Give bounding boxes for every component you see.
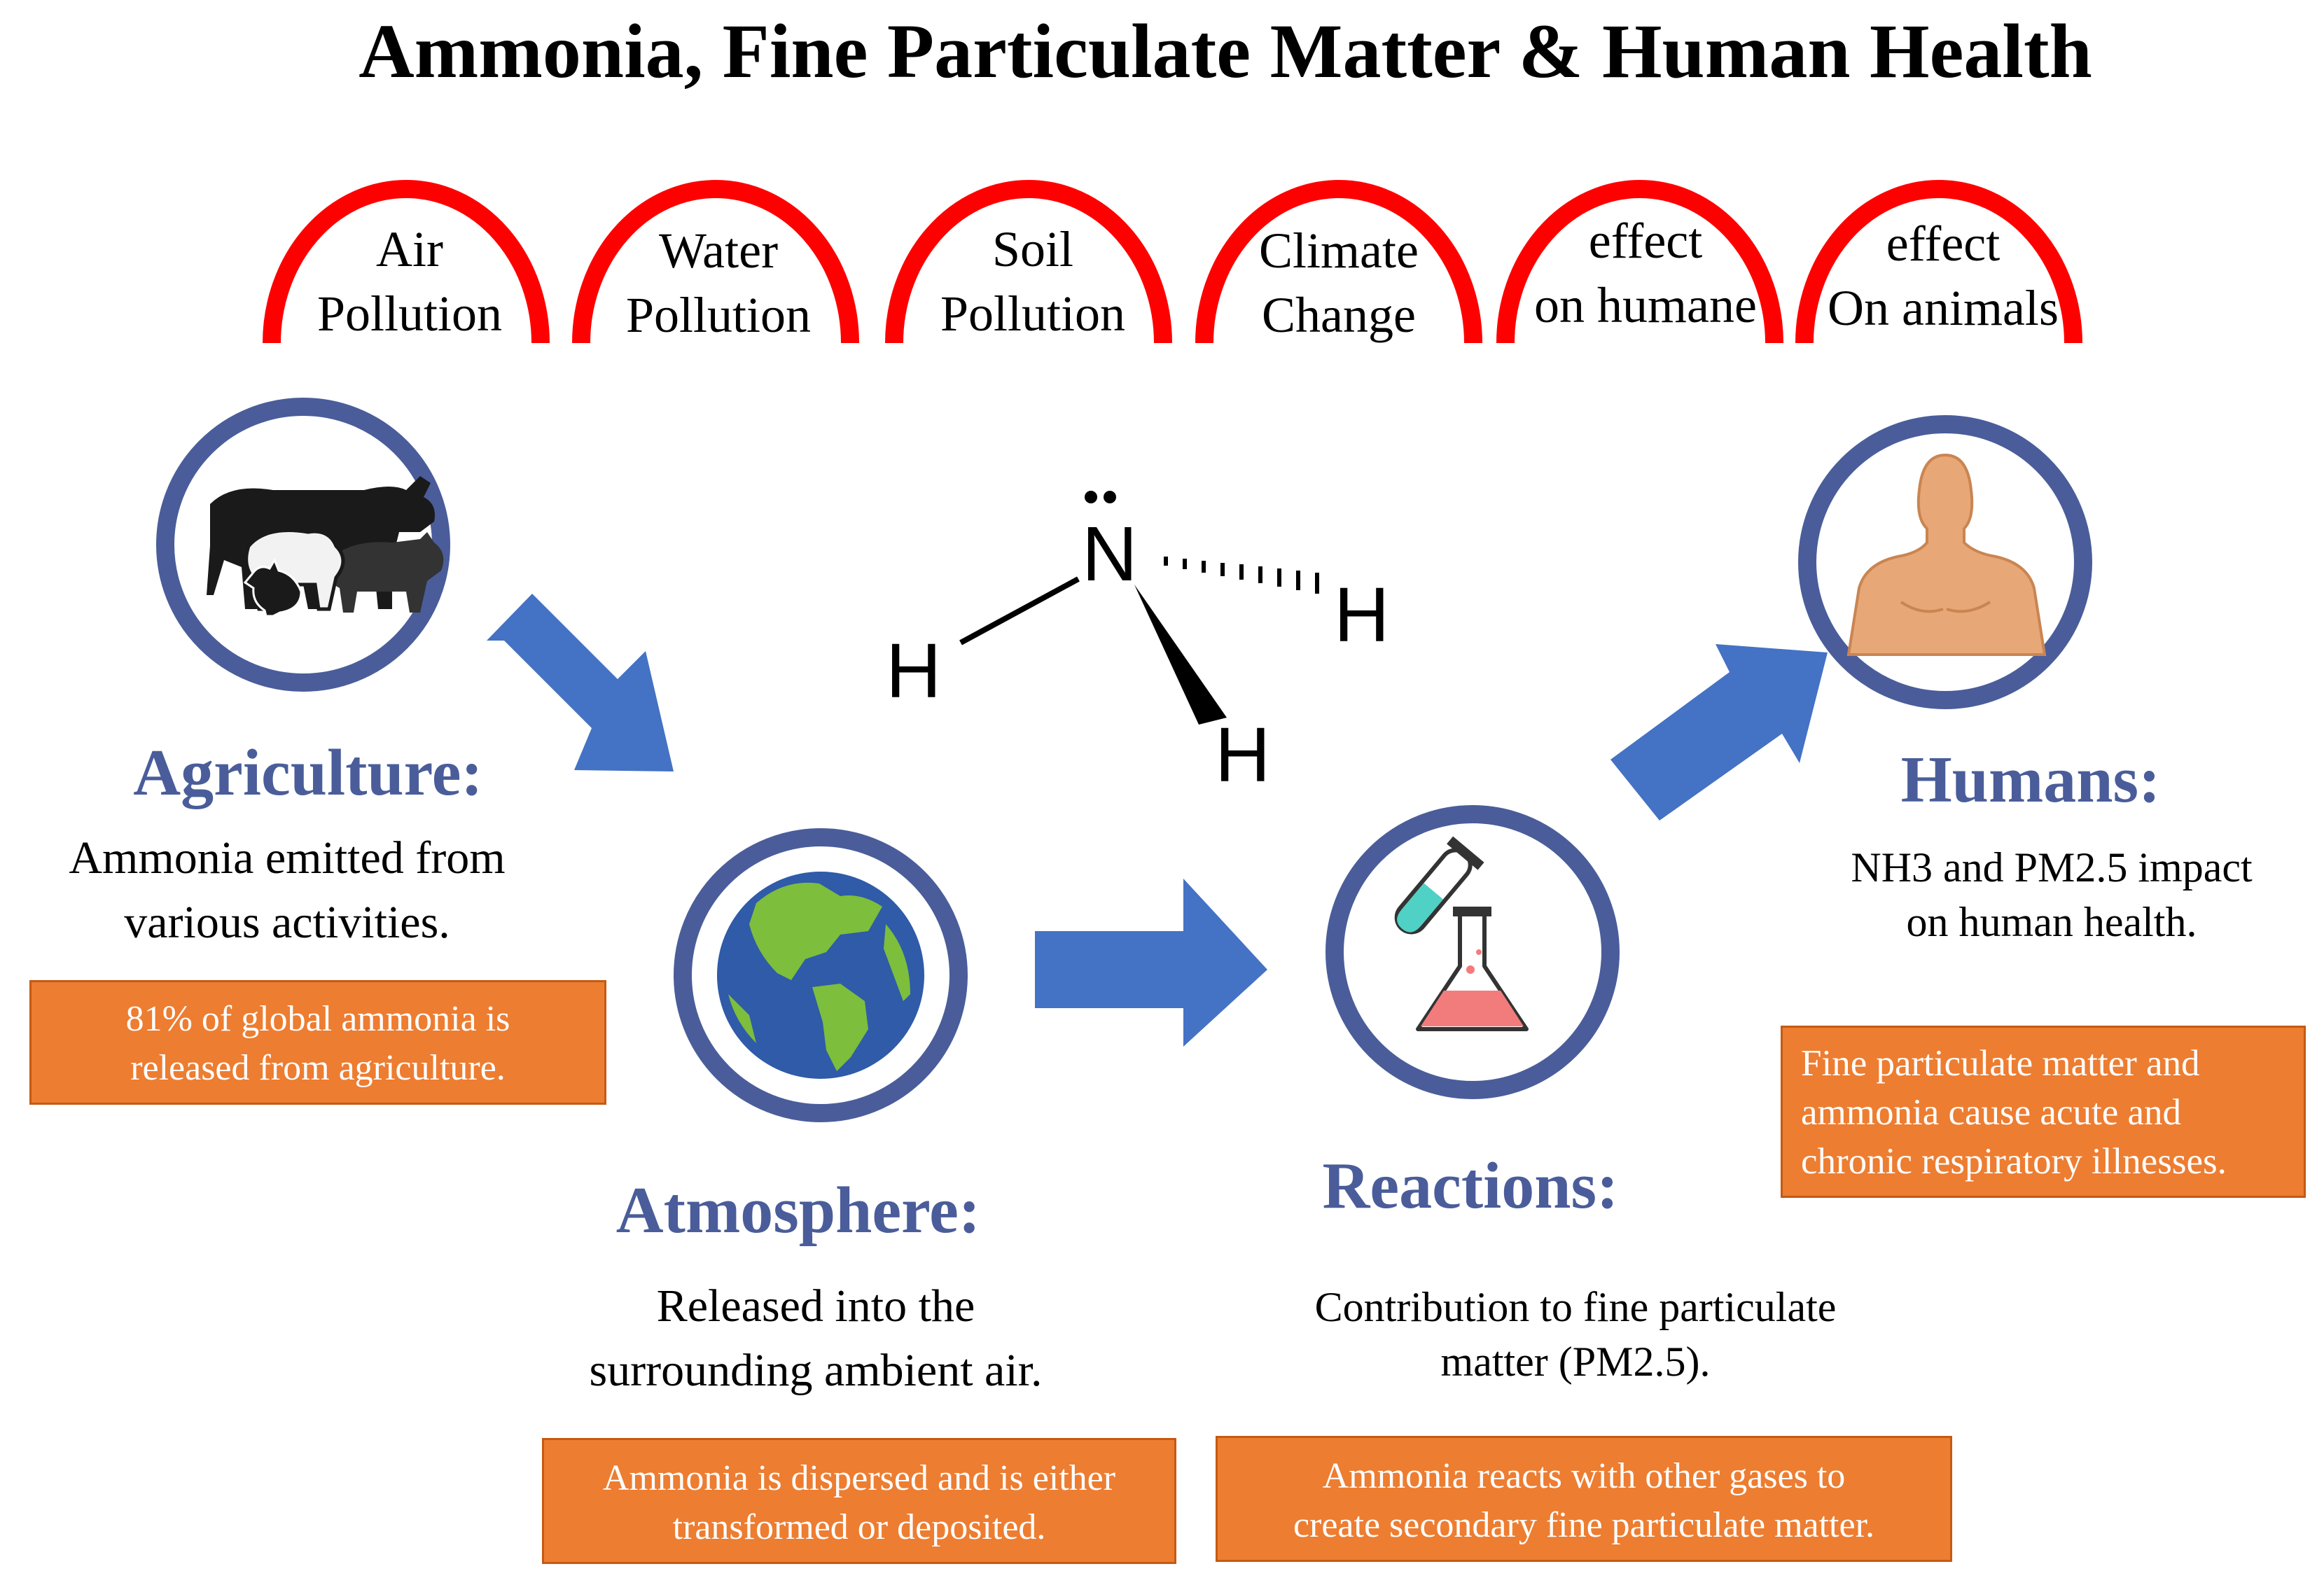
- globe-icon: [717, 872, 924, 1079]
- atmosphere-note: Ammonia is dispersed and is either trans…: [542, 1438, 1176, 1564]
- humans-note-line1: Fine particulate matter and: [1801, 1043, 2200, 1084]
- humans-line2: on human health.: [1906, 899, 2197, 945]
- effect-label-water-pollution: Water Pollution: [585, 218, 851, 347]
- atmosphere-note-line2: transformed or deposited.: [672, 1507, 1046, 1547]
- atmosphere-note-line1: Ammonia is dispersed and is either: [602, 1458, 1116, 1498]
- agriculture-note: 81% of global ammonia is released from a…: [29, 980, 606, 1105]
- reactions-line2: matter (PM2.5).: [1440, 1339, 1711, 1385]
- page-title: Ammonia, Fine Particulate Matter & Human…: [359, 8, 2092, 94]
- effect-label-air-pollution: Air Pollution: [277, 217, 543, 346]
- agriculture-description: Ammonia emitted from various activities.: [7, 826, 567, 955]
- effect-line2: Pollution: [625, 287, 812, 343]
- atmosphere-line2: surrounding ambient air.: [589, 1345, 1043, 1396]
- effect-label-climate-change: Climate Change: [1206, 218, 1472, 347]
- molecule-atom-h-bottom: H: [1215, 712, 1271, 798]
- arch-effect-animals: [1795, 180, 2082, 344]
- humans-description: NH3 and PM2.5 impact on human health.: [1779, 840, 2324, 949]
- reactions-note-line2: create secondary fine particulate matter…: [1293, 1505, 1875, 1545]
- arrow-atmosphere-to-reactions: [1035, 879, 1267, 1047]
- atmosphere-heading: Atmosphere:: [615, 1174, 981, 1247]
- reactions-description: Contribution to fine particulate matter …: [1239, 1280, 1912, 1389]
- molecule-atom-h-left: H: [886, 628, 942, 714]
- livestock-icon: [207, 476, 444, 617]
- agriculture-line2: various activities.: [124, 897, 450, 948]
- humans-heading: Humans:: [1900, 743, 2161, 816]
- agriculture-note-line1: 81% of global ammonia is: [125, 999, 510, 1039]
- reactions-note-line1: Ammonia reacts with other gases to: [1322, 1456, 1846, 1496]
- effect-line1: Air: [376, 221, 443, 277]
- arch-air-pollution: [263, 180, 550, 344]
- reactions-line1: Contribution to fine particulate: [1314, 1284, 1837, 1330]
- effect-line1: Climate: [1259, 223, 1419, 279]
- agriculture-line1: Ammonia emitted from: [69, 832, 506, 884]
- effect-line2: On animals: [1828, 280, 2059, 336]
- molecule-atom-h-right: H: [1334, 572, 1390, 658]
- humans-note-line2: ammonia cause acute and: [1801, 1092, 2181, 1133]
- ammonia-molecule: [959, 491, 1319, 725]
- arch-effect-humane: [1496, 180, 1783, 344]
- arrow-reactions-to-humans: [1610, 644, 1828, 821]
- effect-line2: Pollution: [316, 286, 503, 342]
- molecule-atom-n: N: [1082, 511, 1138, 597]
- effect-label-effect-animals: effect On animals: [1810, 211, 2076, 340]
- effect-label-effect-humane: effect on humane: [1512, 209, 1779, 337]
- effect-line2: Change: [1262, 287, 1416, 343]
- atmosphere-description: Released into the surrounding ambient ai…: [511, 1274, 1120, 1403]
- agriculture-heading: Agriculture:: [133, 736, 483, 809]
- atmosphere-line1: Released into the: [656, 1280, 975, 1332]
- effect-line1: effect: [1886, 216, 2001, 272]
- human-body-icon: [1846, 453, 2047, 656]
- humans-note: Fine particulate matter and ammonia caus…: [1781, 1026, 2306, 1198]
- agriculture-note-line2: released from agriculture.: [130, 1048, 506, 1088]
- effect-label-soil-pollution: Soil Pollution: [900, 217, 1166, 346]
- reactions-note: Ammonia reacts with other gases to creat…: [1216, 1436, 1952, 1562]
- arch-water-pollution: [572, 180, 859, 344]
- arch-soil-pollution: [885, 180, 1172, 344]
- flow-arrows: [487, 594, 1828, 1047]
- arrow-agriculture-to-atmosphere: [487, 594, 674, 771]
- effect-line2: on humane: [1534, 277, 1757, 333]
- effect-line1: Soil: [991, 221, 1074, 277]
- humans-note-line3: chronic respiratory illnesses.: [1801, 1141, 2227, 1182]
- reactions-heading: Reactions:: [1322, 1150, 1619, 1222]
- effect-line2: Pollution: [940, 286, 1126, 342]
- humans-line1: NH3 and PM2.5 impact: [1851, 844, 2253, 891]
- effect-line1: effect: [1588, 213, 1703, 269]
- effect-line1: Water: [658, 223, 779, 279]
- arch-climate-change: [1195, 180, 1482, 344]
- lab-glassware-icon: [1394, 836, 1529, 1031]
- effect-arches: [263, 180, 2082, 344]
